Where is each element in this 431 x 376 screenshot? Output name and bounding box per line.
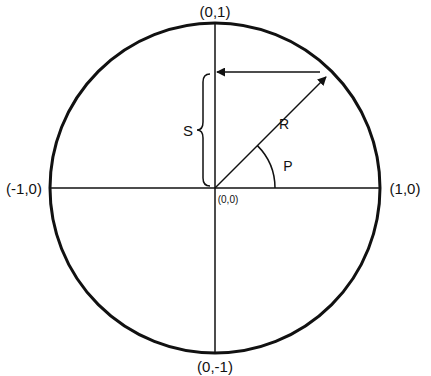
axis-point-label: (1,0) (390, 181, 421, 196)
segment-label: S (183, 123, 193, 138)
radius-arrow (215, 77, 326, 188)
axis-point-label: (0,-1) (197, 359, 233, 374)
unit-circle (50, 23, 380, 353)
origin-label: (0,0) (218, 195, 239, 205)
angle-label: P (283, 159, 292, 173)
angle-arc (257, 146, 275, 188)
projection-arrow (217, 71, 320, 73)
axis-point-label: (0,1) (200, 4, 231, 19)
radius-label: R (279, 117, 289, 131)
axis-point-label: (-1,0) (6, 181, 42, 196)
s-brace (197, 74, 210, 186)
